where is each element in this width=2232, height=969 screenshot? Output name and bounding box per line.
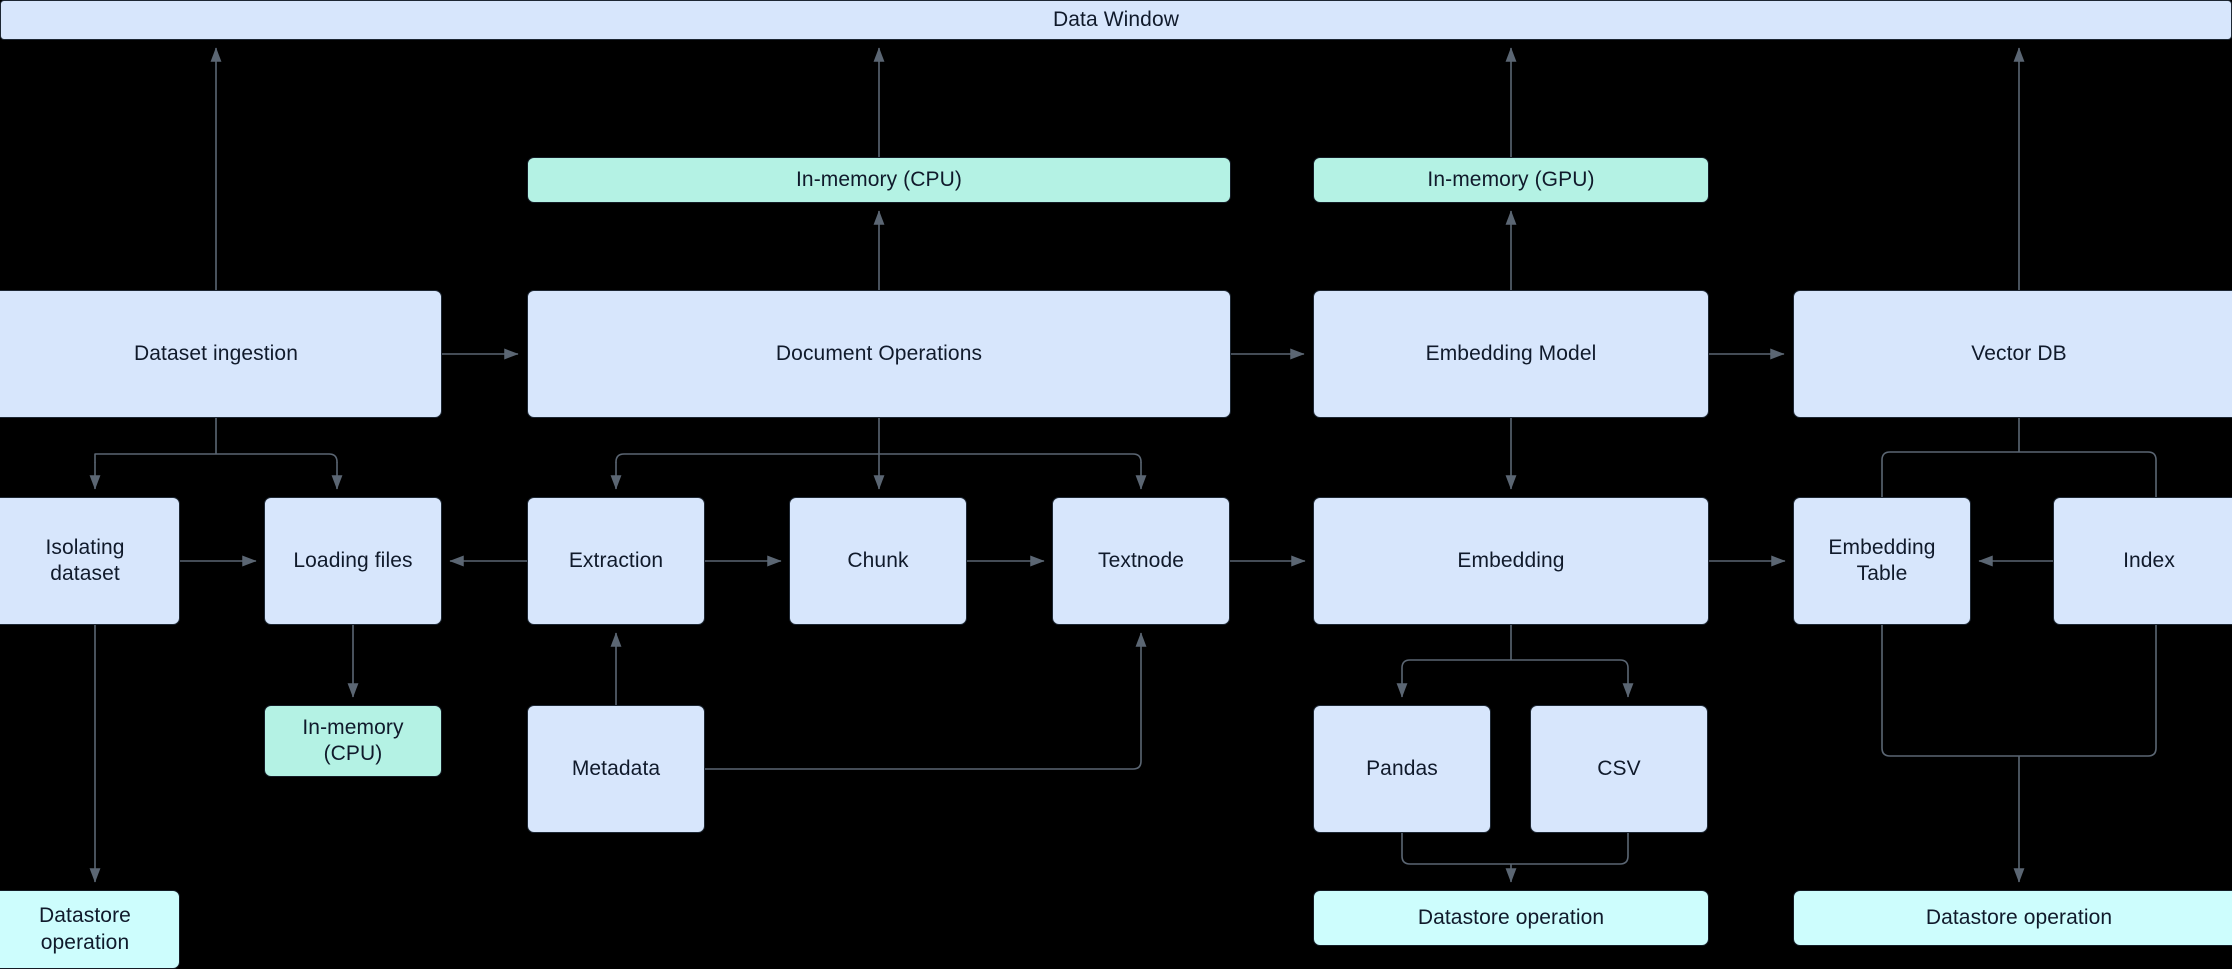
node-embedding-model[interactable]: Embedding Model xyxy=(1313,290,1709,418)
node-dataset-ingestion[interactable]: Dataset ingestion xyxy=(0,290,442,418)
node-in-memory-gpu[interactable]: In-memory (GPU) xyxy=(1313,157,1709,203)
node-document-operations[interactable]: Document Operations xyxy=(527,290,1231,418)
node-index[interactable]: Index xyxy=(2053,497,2232,625)
node-loading-files[interactable]: Loading files xyxy=(264,497,442,625)
edge-embedding-fork-bar xyxy=(1401,659,1629,676)
edge-embtable-index-merge-bar xyxy=(1881,625,2157,757)
node-extraction[interactable]: Extraction xyxy=(527,497,705,625)
node-vector-db[interactable]: Vector DB xyxy=(1793,290,2232,418)
edge-document-ops-fork-bar xyxy=(615,453,1142,463)
node-isolating-dataset[interactable]: Isolating dataset xyxy=(0,497,180,625)
node-textnode[interactable]: Textnode xyxy=(1052,497,1230,625)
node-datastore-operation-right[interactable]: Datastore operation xyxy=(1793,890,2232,946)
node-pandas[interactable]: Pandas xyxy=(1313,705,1491,833)
node-data-window[interactable]: Data Window xyxy=(0,0,2232,40)
node-datastore-operation-middle[interactable]: Datastore operation xyxy=(1313,890,1709,946)
node-chunk[interactable]: Chunk xyxy=(789,497,967,625)
node-datastore-operation-left[interactable]: Datastore operation xyxy=(0,890,180,969)
node-embedding[interactable]: Embedding xyxy=(1313,497,1709,625)
edge-dataset-ingestion-fork-bar xyxy=(94,453,338,463)
edge-metadata-to-textnode xyxy=(705,632,1147,770)
node-embedding-table[interactable]: Embedding Table xyxy=(1793,497,1971,625)
edge-pandas-csv-merge-bar xyxy=(1401,833,1629,865)
node-in-memory-cpu-sub[interactable]: In-memory (CPU) xyxy=(264,705,442,777)
node-metadata[interactable]: Metadata xyxy=(527,705,705,833)
node-in-memory-cpu-top[interactable]: In-memory (CPU) xyxy=(527,157,1231,203)
edge-vector-db-fork-bar xyxy=(1881,451,2157,468)
node-csv[interactable]: CSV xyxy=(1530,705,1708,833)
